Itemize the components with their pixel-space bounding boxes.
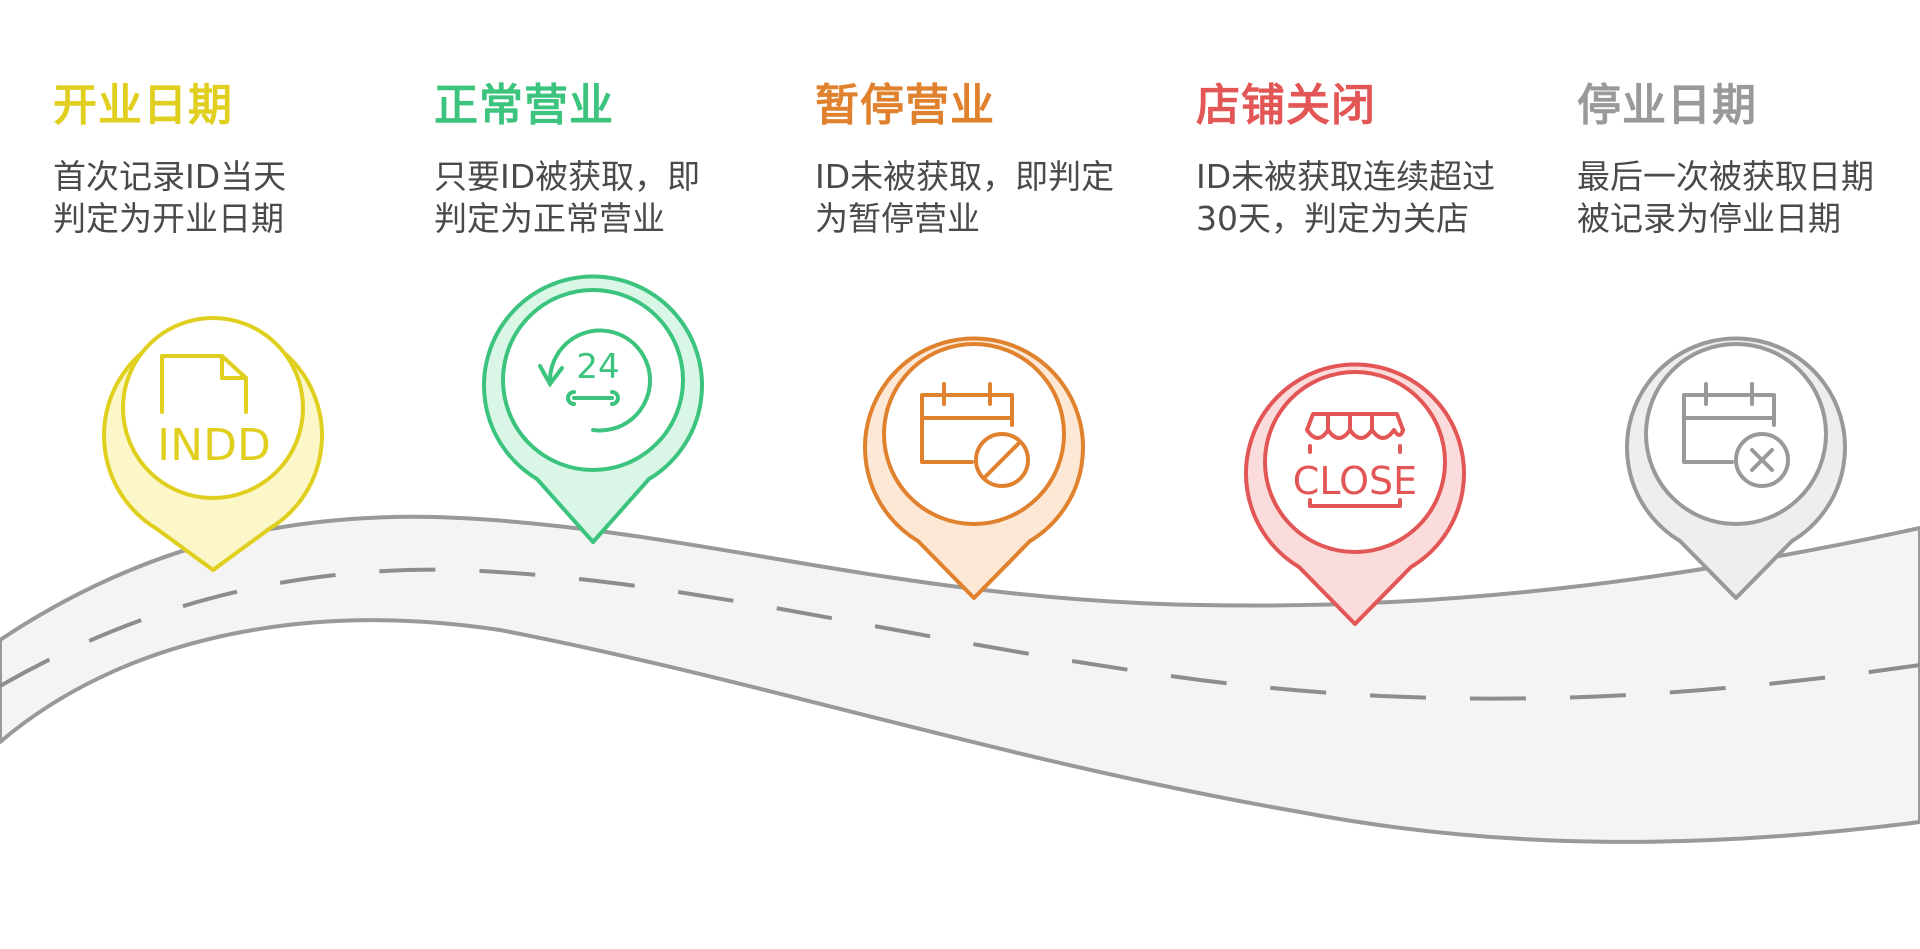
stage-description: 首次记录ID当天 判定为开业日期 bbox=[53, 156, 413, 240]
stage-description-line: 最后一次被获取日期 bbox=[1577, 157, 1874, 196]
24-hour-service-icon: 24 bbox=[538, 328, 652, 433]
pin-opening-date: INDD bbox=[102, 316, 324, 572]
stage-normal-operation: 正常营业 只要ID被获取，即 判定为正常营业 bbox=[434, 76, 794, 240]
svg-text:INDD: INDD bbox=[157, 420, 271, 471]
stage-description-line: ID未被获取，即判定 bbox=[815, 157, 1115, 196]
svg-text:24: 24 bbox=[576, 347, 619, 387]
stage-description-line: 30天，判定为关店 bbox=[1196, 199, 1469, 238]
stage-title: 停业日期 bbox=[1577, 80, 1757, 131]
stage-description-line: 只要ID被获取，即 bbox=[434, 157, 701, 196]
stage-description-line: ID未被获取连续超过 bbox=[1196, 157, 1496, 196]
stage-description-line: 被记录为停业日期 bbox=[1577, 199, 1841, 238]
stage-description-line: 首次记录ID当天 bbox=[53, 157, 287, 196]
pin-normal-operation: 24 bbox=[482, 274, 704, 544]
stage-closing-date: 停业日期 最后一次被获取日期 被记录为停业日期 bbox=[1577, 76, 1917, 240]
stage-description-line: 为暂停营业 bbox=[815, 199, 980, 238]
stage-description-line: 判定为正常营业 bbox=[434, 199, 665, 238]
stage-description: ID未被获取连续超过 30天，判定为关店 bbox=[1196, 156, 1556, 240]
stage-opening-date: 开业日期 首次记录ID当天 判定为开业日期 bbox=[53, 76, 413, 240]
stage-title: 开业日期 bbox=[53, 80, 233, 131]
pin-suspended bbox=[863, 336, 1085, 600]
stage-title: 正常营业 bbox=[434, 80, 614, 131]
stage-description: 最后一次被获取日期 被记录为停业日期 bbox=[1577, 156, 1917, 240]
svg-text:CLOSE: CLOSE bbox=[1293, 459, 1417, 503]
indd-file-icon: INDD bbox=[157, 354, 271, 471]
stage-description: 只要ID被获取，即 判定为正常营业 bbox=[434, 156, 794, 240]
pin-store-closed: CLOSE bbox=[1244, 362, 1466, 626]
stage-store-closed: 店铺关闭 ID未被获取连续超过 30天，判定为关店 bbox=[1196, 76, 1556, 240]
calendar-cancel-icon bbox=[1682, 382, 1790, 488]
pin-closing-date bbox=[1625, 336, 1847, 600]
stage-description: ID未被获取，即判定 为暂停营业 bbox=[815, 156, 1175, 240]
road-center-line bbox=[0, 567, 1920, 701]
stage-title: 暂停营业 bbox=[815, 80, 995, 131]
store-closed-icon: CLOSE bbox=[1293, 412, 1417, 508]
calendar-block-icon bbox=[920, 382, 1030, 488]
stage-description-line: 判定为开业日期 bbox=[53, 199, 284, 238]
stage-title: 店铺关闭 bbox=[1196, 80, 1376, 131]
stage-suspended: 暂停营业 ID未被获取，即判定 为暂停营业 bbox=[815, 76, 1175, 240]
